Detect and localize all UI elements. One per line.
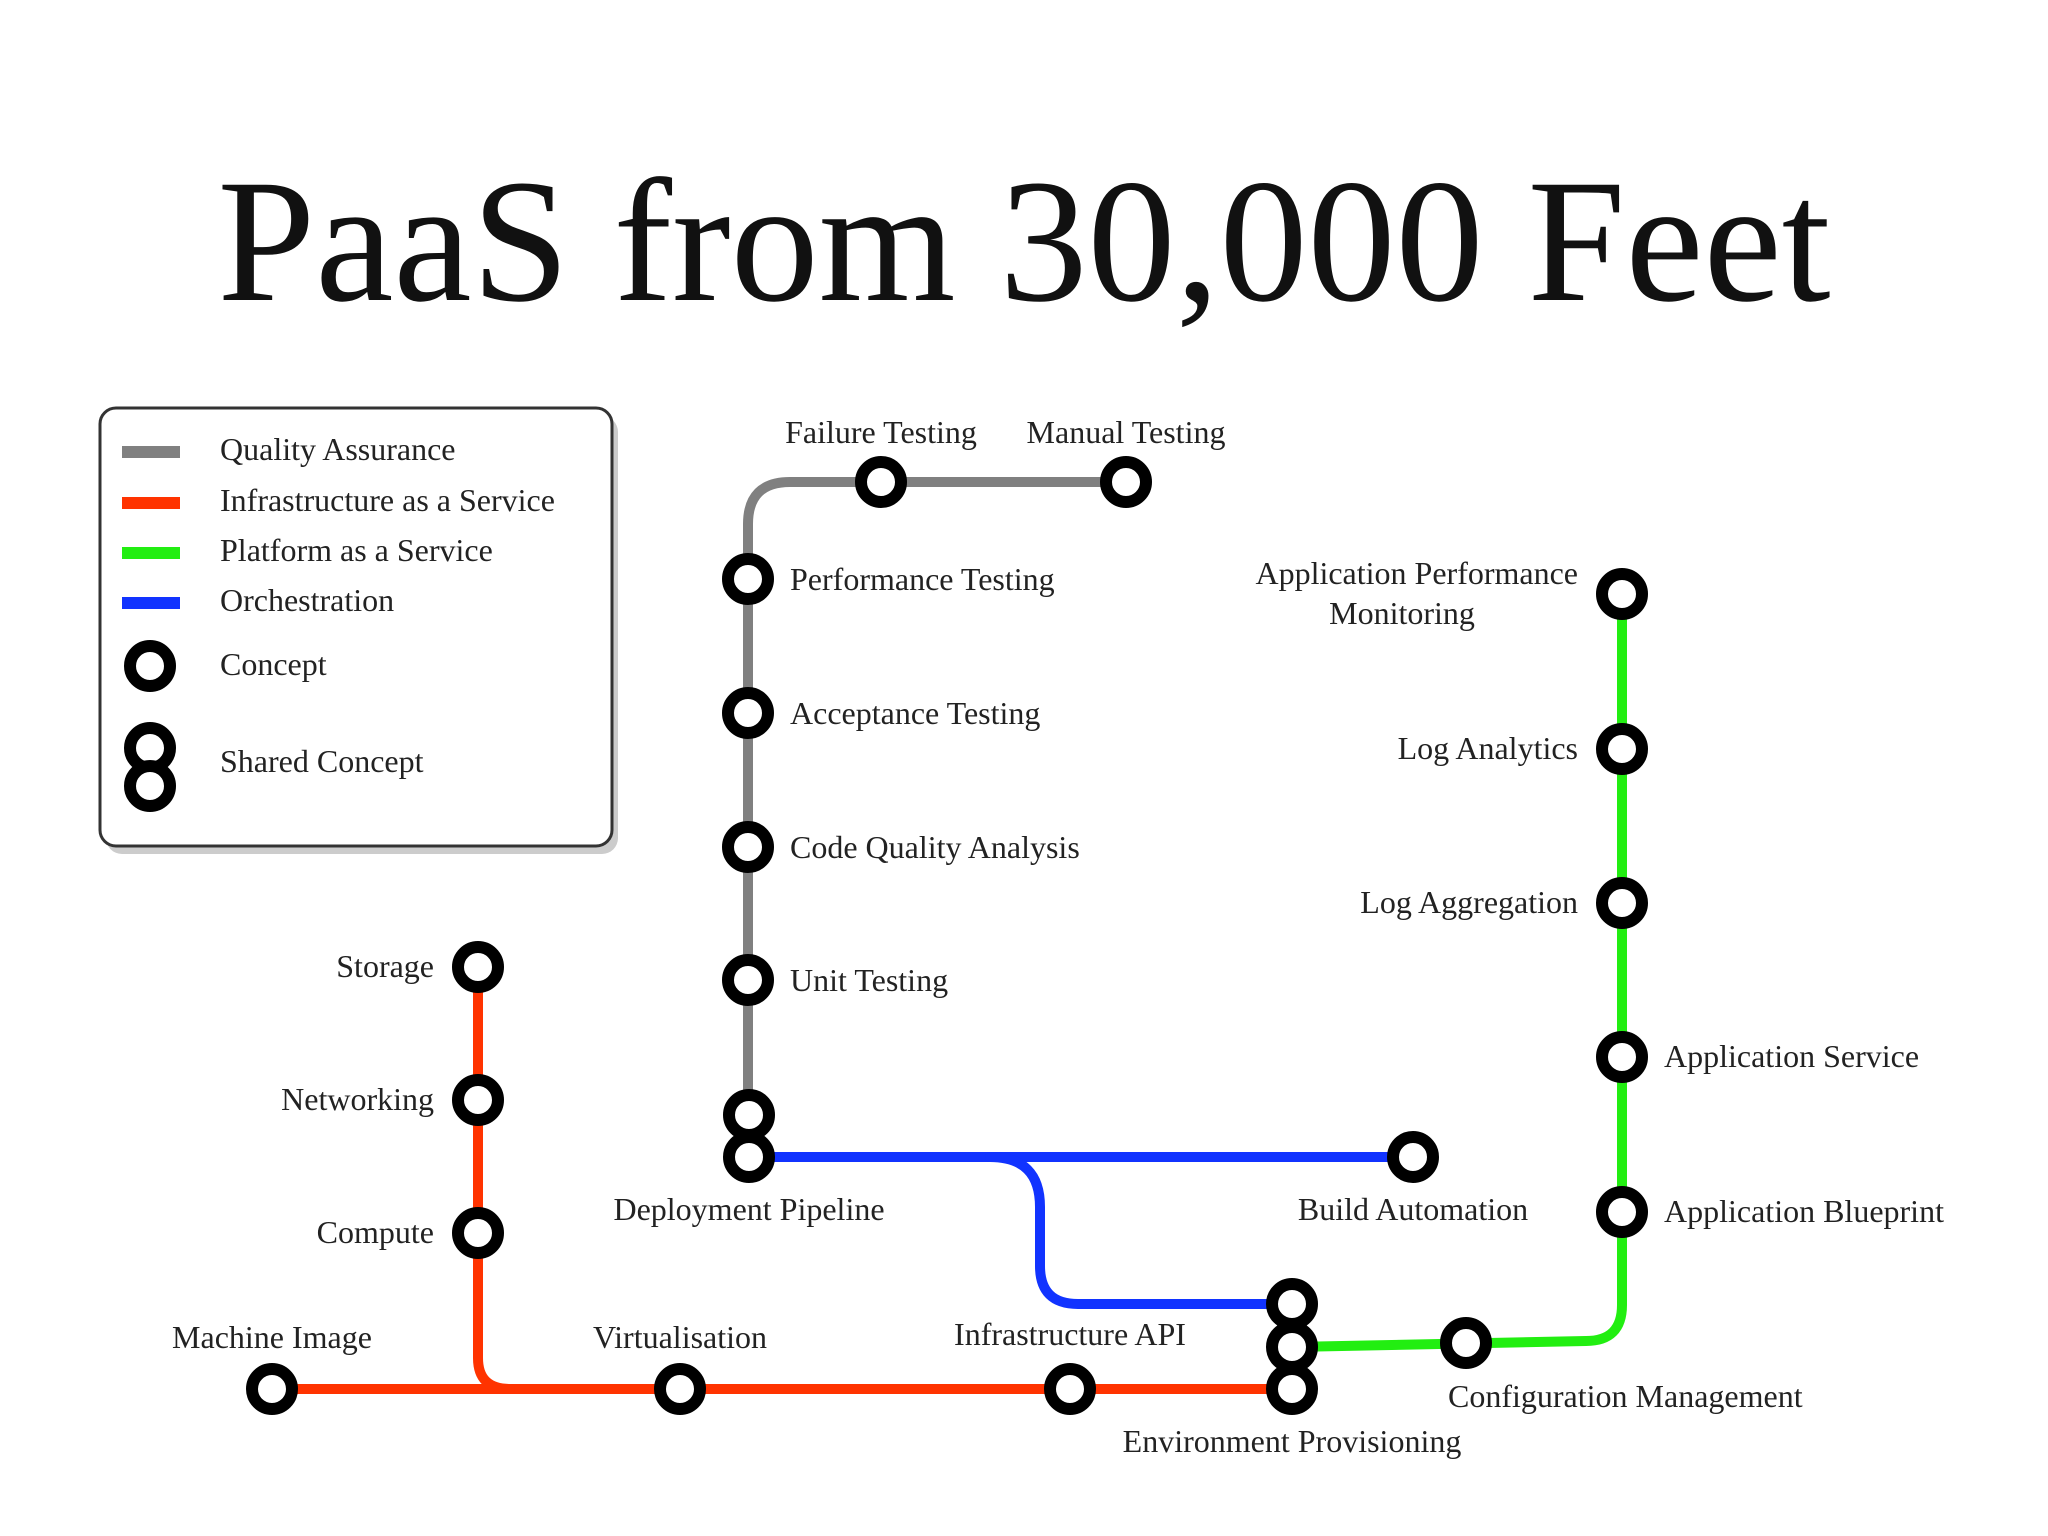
- station-log-analytics: [1596, 723, 1648, 775]
- label-machine-image: Machine Image: [172, 1319, 372, 1355]
- station-application-service: [1596, 1031, 1648, 1083]
- legend-swatch-iaas: [122, 497, 180, 509]
- station-failure-testing: [855, 456, 907, 508]
- label-failure-testing: Failure Testing: [785, 414, 977, 450]
- legend-swatch-quality-assurance: [122, 446, 180, 458]
- label-log-analytics: Log Analytics: [1398, 730, 1578, 766]
- station-build-automation: [1387, 1131, 1439, 1183]
- station-acceptance-testing: [722, 687, 774, 739]
- paas-line: [1287, 589, 1627, 1352]
- station-deployment-pipeline-bottom: [723, 1131, 775, 1183]
- label-performance-testing: Performance Testing: [790, 561, 1055, 597]
- label-storage: Storage: [336, 948, 434, 984]
- label-compute: Compute: [317, 1214, 434, 1250]
- label-virtualisation: Virtualisation: [593, 1319, 767, 1355]
- station-apm: [1596, 568, 1648, 620]
- station-compute: [452, 1207, 504, 1259]
- station-performance-testing: [722, 553, 774, 605]
- station-unit-testing: [722, 954, 774, 1006]
- station-code-quality-analysis: [722, 821, 774, 873]
- legend-shared-concept-icon-bottom: [124, 760, 176, 812]
- legend-label-concept: Concept: [220, 646, 327, 682]
- station-deployment-pipeline-top: [723, 1089, 775, 1141]
- legend-label-iaas: Infrastructure as a Service: [220, 482, 555, 518]
- station-environment-provisioning-bottom: [1266, 1363, 1318, 1415]
- station-environment-provisioning-top: [1266, 1278, 1318, 1330]
- legend-swatch-orchestration: [122, 597, 180, 609]
- legend-label-orchestration: Orchestration: [220, 582, 394, 618]
- station-machine-image: [246, 1363, 298, 1415]
- label-application-service: Application Service: [1664, 1038, 1919, 1074]
- station-storage: [452, 941, 504, 993]
- label-build-automation: Build Automation: [1298, 1191, 1528, 1227]
- page-title: PaaS from 30,000 Feet: [217, 144, 1830, 339]
- legend-concept-icon: [124, 640, 176, 692]
- station-application-blueprint: [1596, 1186, 1648, 1238]
- label-infrastructure-api: Infrastructure API: [954, 1316, 1186, 1352]
- label-code-quality-analysis: Code Quality Analysis: [790, 829, 1080, 865]
- label-log-aggregation: Log Aggregation: [1360, 884, 1578, 920]
- iaas-line-branch: [473, 962, 515, 1394]
- label-apm-line1: Application Performance: [1255, 555, 1578, 591]
- station-networking: [452, 1074, 504, 1126]
- legend-swatch-paas: [122, 547, 180, 559]
- station-environment-provisioning-middle: [1266, 1321, 1318, 1373]
- label-unit-testing: Unit Testing: [790, 962, 948, 998]
- legend-box: [98, 406, 614, 848]
- legend-label-quality-assurance: Quality Assurance: [220, 431, 456, 467]
- label-application-blueprint: Application Blueprint: [1664, 1193, 1944, 1229]
- legend-label-paas: Platform as a Service: [220, 532, 493, 568]
- qa-line: [743, 477, 1131, 1120]
- station-virtualisation: [654, 1363, 706, 1415]
- legend-label-shared-concept: Shared Concept: [220, 743, 424, 779]
- legend: Quality Assurance Infrastructure as a Se…: [98, 406, 618, 854]
- station-infrastructure-api: [1044, 1363, 1096, 1415]
- station-log-aggregation: [1596, 877, 1648, 929]
- label-networking: Networking: [281, 1081, 434, 1117]
- label-deployment-pipeline: Deployment Pipeline: [613, 1191, 884, 1227]
- station-configuration-management: [1440, 1317, 1492, 1369]
- label-acceptance-testing: Acceptance Testing: [790, 695, 1040, 731]
- orchestration-line-branch: [985, 1152, 1297, 1309]
- label-configuration-management: Configuration Management: [1448, 1378, 1803, 1414]
- label-manual-testing: Manual Testing: [1027, 414, 1226, 450]
- label-apm-line2: Monitoring: [1329, 595, 1475, 631]
- label-environment-provisioning: Environment Provisioning: [1123, 1423, 1462, 1459]
- station-manual-testing: [1100, 456, 1152, 508]
